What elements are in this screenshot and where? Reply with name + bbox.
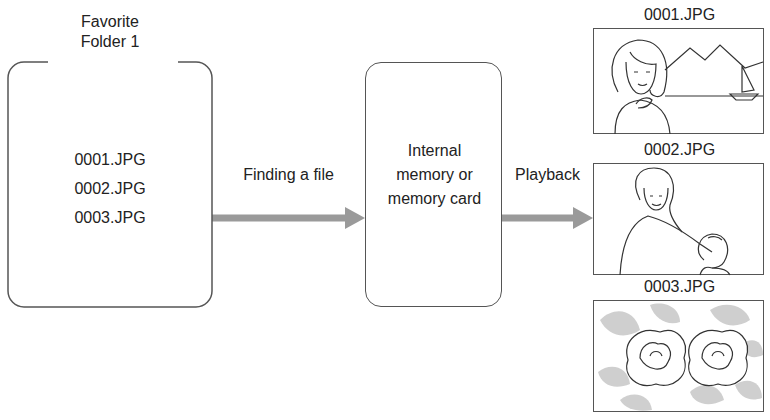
leaves (598, 367, 630, 387)
flow-arrow (502, 207, 593, 229)
folder-outline-path (8, 62, 212, 307)
face-features (634, 72, 650, 86)
file-name: 0001.JPG (8, 150, 212, 170)
face-outline (644, 188, 668, 210)
image-caption: 0001.JPG (594, 5, 765, 25)
body-outline (615, 100, 670, 134)
hand (636, 98, 652, 108)
sail (742, 66, 754, 92)
leaves (740, 340, 763, 357)
leaves (620, 395, 652, 411)
arrow-shaft (212, 215, 347, 222)
rose-flowers (627, 331, 686, 386)
folder-title: Favorite Folder 1 (60, 12, 160, 52)
rose-flowers (650, 352, 662, 357)
arrow-label: Finding a file (243, 165, 334, 185)
image-caption: 0002.JPG (594, 140, 765, 160)
child-hair (708, 237, 722, 240)
photo-frame: 0002.JPG (593, 163, 764, 275)
child-head (698, 234, 727, 268)
child-body (700, 267, 730, 275)
flow-arrow (212, 207, 365, 229)
rose-flowers (640, 343, 670, 369)
image-caption: 0003.JPG (594, 277, 765, 297)
rose-flowers (627, 331, 748, 386)
body-outline (620, 216, 712, 275)
leaves (735, 381, 762, 400)
arrow-label: Playback (515, 165, 580, 185)
file-name: 0002.JPG (8, 179, 212, 199)
photo-frame: 0003.JPG (593, 300, 764, 412)
hair-outline (636, 168, 682, 232)
leaves (650, 304, 680, 324)
hair-outline (612, 40, 667, 96)
photo-mother-child (620, 168, 730, 275)
arrow-head (573, 207, 593, 229)
file-name: 0003.JPG (8, 208, 212, 228)
rose-flowers (689, 331, 748, 386)
folder-box: Favorite Folder 10001.JPG0002.JPG0003.JP… (8, 62, 212, 307)
photo-frame: 0001.JPG (593, 28, 764, 134)
arrow-head (345, 207, 365, 229)
leaves (598, 304, 763, 411)
leaves (710, 305, 750, 326)
box-label: Internal memory or memory card (380, 139, 489, 211)
storage-box: Internal memory or memory card (365, 62, 502, 307)
mountain-line (665, 45, 763, 70)
face-outline (626, 52, 656, 94)
face-features (650, 196, 662, 206)
boat-hull (730, 94, 758, 100)
arrow-shaft (502, 215, 575, 222)
photo-woman-sea (612, 40, 763, 134)
photo-roses (598, 304, 763, 411)
leaves (600, 311, 640, 335)
leaves (690, 385, 724, 404)
rose-flowers (702, 343, 732, 369)
rose-flowers (712, 352, 724, 357)
sea-line (665, 95, 763, 96)
